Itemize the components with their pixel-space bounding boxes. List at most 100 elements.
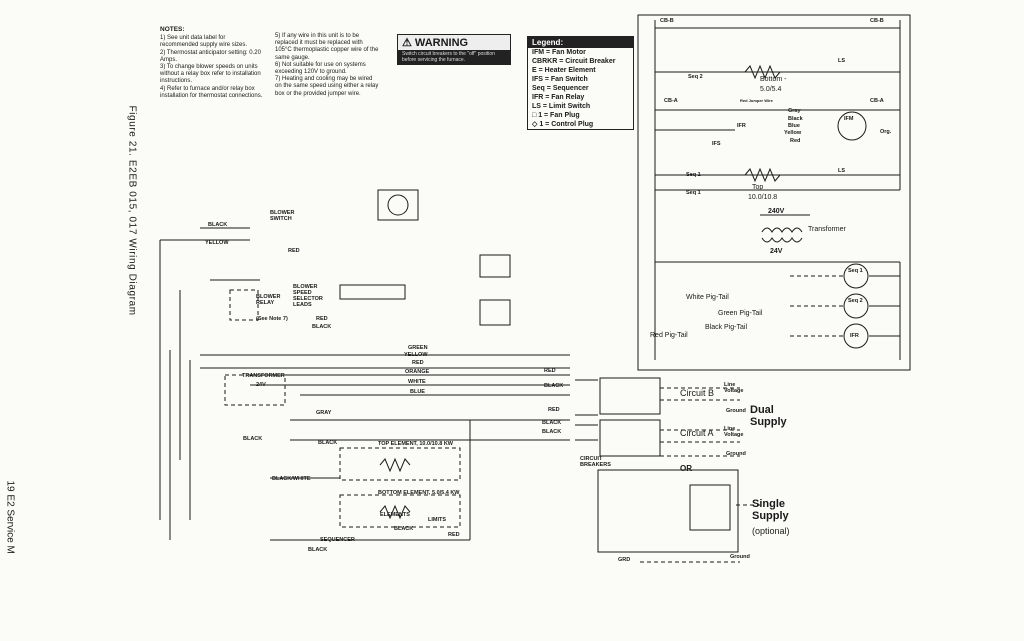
cb-a-left: CB-A xyxy=(664,98,678,104)
legend-title: Legend: xyxy=(528,37,633,48)
note-2: 2) Thermostat anticipator setting: 0.20 … xyxy=(160,49,261,63)
legend-row: □ 1 = Fan Plug xyxy=(532,112,580,119)
ifm-motor xyxy=(837,111,867,141)
ls-label-2: LS xyxy=(838,168,846,174)
top-label: Top xyxy=(752,184,764,191)
seq1-coil: Seq 1 xyxy=(848,268,863,274)
lbl-green: GREEN xyxy=(408,345,428,351)
ground-3: Ground xyxy=(730,554,750,560)
lbl-black-8: BLACK xyxy=(394,526,414,532)
lbl-white: WHITE xyxy=(408,379,426,385)
lbl-yellow: YELLOW xyxy=(205,240,229,246)
note-3: 3) To change blower speeds on units with… xyxy=(160,64,261,85)
lbl-red-3: RED xyxy=(412,360,424,366)
lbl-black-3: BLACK xyxy=(544,383,564,389)
lbl-black-5: BLACK xyxy=(542,429,562,435)
cb-a-right: CB-A xyxy=(870,98,884,104)
yellow-wire: Yellow xyxy=(784,130,802,136)
notes-heading: NOTES: xyxy=(160,26,185,33)
legend-row: E = Heater Element xyxy=(532,67,596,74)
optional-label: (optional) xyxy=(752,526,790,536)
ladder-240v: 240V xyxy=(768,208,785,215)
lbl-24v: 24V xyxy=(256,382,266,388)
lbl-black-7: BLACK xyxy=(318,440,338,446)
line-voltage-2: Line Voltage xyxy=(724,426,744,438)
notes-col-2: 5) If any wire in this unit is to be rep… xyxy=(275,33,380,98)
legend-box: Legend: IFM = Fan Motor CBRKR = Circuit … xyxy=(527,36,634,130)
legend-control-plug: 1 = Control Plug xyxy=(539,121,594,128)
note-6: 6) Not suitable for use on systems excee… xyxy=(275,61,366,76)
legend-row: CBRKR = Circuit Breaker xyxy=(532,58,616,65)
legend-row: IFS = Fan Switch xyxy=(532,76,588,83)
lbl-circuit-breakers: CIRCUIT BREAKERS xyxy=(580,456,611,468)
lbl-black-9: BLACK xyxy=(308,547,328,553)
ground-1: Ground xyxy=(726,408,746,414)
lbl-elements: ELEMENTS xyxy=(380,512,410,518)
lbl-black-white: BLACK/WHITE xyxy=(272,476,311,482)
circuit-b-label: Circuit B xyxy=(680,388,715,398)
blue-wire: Blue xyxy=(788,123,800,129)
lbl-blower-switch: BLOWER SWITCH xyxy=(270,210,295,222)
lbl-red-1: RED xyxy=(288,248,300,254)
single-supply: Single Supply xyxy=(752,498,789,522)
ladder-transformer: Transformer xyxy=(808,226,846,233)
cb-b-left: CB-B xyxy=(660,18,674,24)
line-voltage-1: Line Voltage xyxy=(724,382,744,394)
lbl-top-element: TOP ELEMENT, 10.0/10.8 KW xyxy=(378,441,453,447)
lbl-blower-speed: BLOWER SPEED SELECTOR LEADS xyxy=(293,284,323,308)
circuit-a-label: Circuit A xyxy=(680,428,714,438)
gray-wire: Gray xyxy=(788,108,801,114)
ifr-coil: IFR xyxy=(850,333,859,339)
note-5: 5) If any wire in this unit is to be rep… xyxy=(275,33,379,61)
legend-row: Seq = Sequencer xyxy=(532,85,589,92)
ladder-24v: 24V xyxy=(770,248,783,255)
lbl-black-6: BLACK xyxy=(243,436,263,442)
dual-supply: Dual Supply xyxy=(750,404,787,428)
lbl-red-2: RED xyxy=(316,316,328,322)
ifs-label: IFS xyxy=(712,141,721,147)
lbl-blower-relay: BLOWER RELAY xyxy=(256,294,281,306)
cb-b-right: CB-B xyxy=(870,18,884,24)
legend-fan-plug: 1 = Fan Plug xyxy=(538,112,580,119)
green-pigtail: Green Pig-Tail xyxy=(718,310,763,317)
notes-col-1: NOTES: 1) See unit data label for recomm… xyxy=(160,26,265,100)
grd-label: GRD xyxy=(618,557,631,563)
legend-row: ◇ 1 = Control Plug xyxy=(532,121,594,128)
seq2-label: Seq 2 xyxy=(688,74,703,80)
warning-title: ⚠ WARNING xyxy=(398,35,510,50)
ifr-label: IFR xyxy=(737,123,746,129)
seq1-label-a: Seq 1 xyxy=(686,172,701,178)
lbl-orange: ORANGE xyxy=(405,369,430,375)
lbl-bottom-element: BOTTOM ELEMENT, 5.0/5.4 KW xyxy=(378,490,460,496)
red-pigtail: Red Pig-Tail xyxy=(650,332,688,339)
top-rating: 10.0/10.8 xyxy=(748,194,778,201)
org-label: Org. xyxy=(880,129,892,135)
warning-title-text: WARNING xyxy=(414,37,469,49)
bottom-rating: 5.0/5.4 xyxy=(760,86,782,93)
wiring-lines xyxy=(159,14,911,563)
lbl-limits: LIMITS xyxy=(428,517,447,523)
warning-text: Switch circuit breakers to the "off" pos… xyxy=(398,50,510,64)
seq1-label-b: Seq 1 xyxy=(686,190,701,196)
ls-label-1: LS xyxy=(838,58,846,64)
white-pigtail: White Pig-Tail xyxy=(686,294,729,301)
red-wire: Red xyxy=(790,138,801,144)
lbl-red-4: RED xyxy=(544,368,556,374)
lbl-gray: GRAY xyxy=(316,410,332,416)
note-7: 7) Heating and cooling may be wired on t… xyxy=(275,76,379,97)
lbl-transformer: TRANSFORMER xyxy=(242,373,285,379)
seq2-coil: Seq 2 xyxy=(848,298,863,304)
lbl-black-4: BLACK xyxy=(542,420,562,426)
lbl-red-6: RED xyxy=(448,532,460,538)
note-4: 4) Refer to furnace and/or relay box ins… xyxy=(160,85,263,99)
lbl-see-note: (See Note 7) xyxy=(256,316,288,322)
legend-row: LS = Limit Switch xyxy=(532,103,591,110)
ladder-frame xyxy=(637,14,911,371)
lbl-black-2: BLACK xyxy=(312,324,332,330)
ifm-label: IFM xyxy=(844,116,854,122)
red-jumper: Red Jumper Wire xyxy=(740,98,773,103)
lbl-sequencer: SEQUENCER xyxy=(320,537,355,543)
bottom-label: Bottom - xyxy=(760,76,787,83)
lbl-yellow-2: YELLOW xyxy=(404,352,428,358)
warning-box: ⚠ WARNING Switch circuit breakers to the… xyxy=(397,34,511,65)
